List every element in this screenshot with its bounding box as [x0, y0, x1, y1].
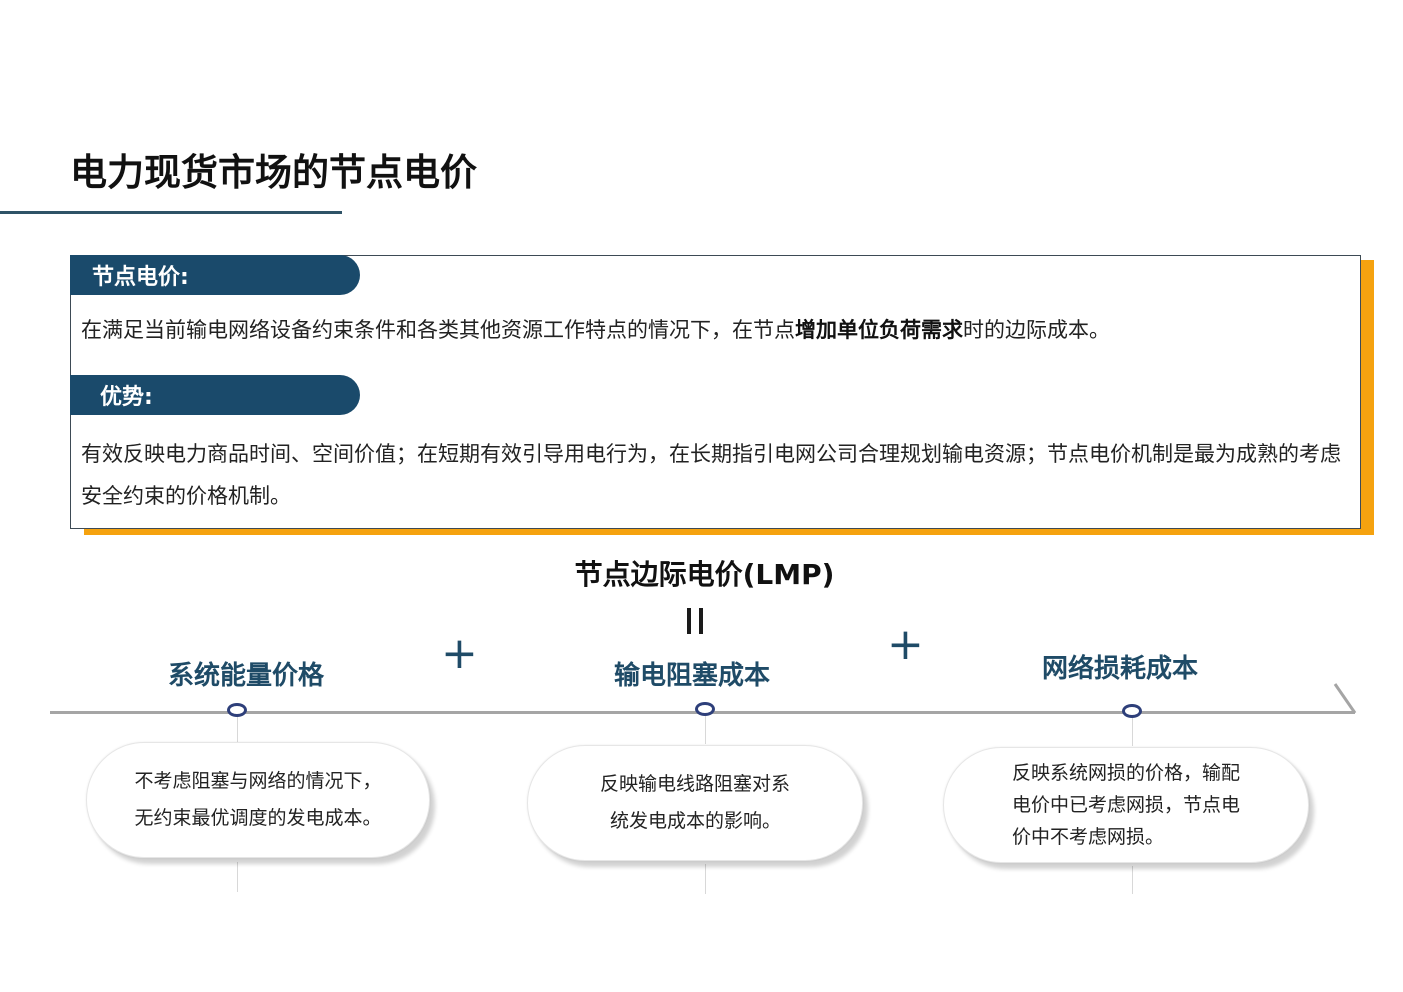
equals-icon: [684, 608, 706, 636]
component-label-congestion: 输电阻塞成本: [614, 661, 771, 691]
timeline-node-energy: [227, 703, 247, 717]
title-underline: [0, 211, 342, 214]
stem: [1132, 866, 1133, 894]
description-congestion: 反映输电线路阻塞对系 统发电成本的影响。: [600, 766, 790, 840]
stem: [705, 864, 706, 894]
description-line: 电价中已考虑网损，节点电: [1011, 794, 1240, 816]
stem: [237, 862, 238, 892]
advantages-text: 有效反映电力商品时间、空间价值；在短期有效引导用电行为，在长期指引电网公司合理规…: [81, 442, 1341, 508]
description-line: 反映输电线路阻塞对系: [599, 773, 790, 795]
description-bubble-loss: 反映系统网损的价格，输配 电价中已考虑网损，节点电 价中不考虑网损。: [943, 747, 1309, 863]
description-line: 无约束最优调度的发电成本。: [134, 807, 382, 829]
definition-heading: 节点电价:: [70, 255, 360, 295]
advantages-heading: 优势:: [70, 375, 360, 415]
description-energy: 不考虑阻塞与网络的情况下， 无约束最优调度的发电成本。: [134, 763, 381, 837]
stem: [237, 716, 238, 742]
stem: [1132, 718, 1133, 746]
page-title: 电力现货市场的节点电价: [70, 151, 477, 194]
lmp-title: 节点边际电价(LMP): [574, 558, 835, 591]
description-line: 价中不考虑网损。: [1011, 826, 1164, 848]
component-label-energy: 系统能量价格: [168, 661, 325, 691]
description-line: 统发电成本的影响。: [609, 810, 781, 832]
component-label-loss: 网络损耗成本: [1042, 654, 1199, 684]
plus-icon: +: [887, 619, 924, 670]
info-box: 节点电价: 在满足当前输电网络设备约束条件和各类其他资源工作特点的情况下，在节点…: [70, 255, 1361, 529]
description-line: 不考虑阻塞与网络的情况下，: [134, 770, 382, 792]
stem: [705, 716, 706, 744]
definition-text-before: 在满足当前输电网络设备约束条件和各类其他资源工作特点的情况下，在节点: [81, 318, 795, 342]
description-line: 反映系统网损的价格，输配: [1011, 762, 1240, 784]
definition-text-bold: 增加单位负荷需求: [795, 318, 963, 342]
timeline-node-loss: [1122, 704, 1142, 718]
timeline-node-congestion: [695, 702, 715, 716]
description-bubble-energy: 不考虑阻塞与网络的情况下， 无约束最优调度的发电成本。: [86, 742, 430, 858]
description-bubble-congestion: 反映输电线路阻塞对系 统发电成本的影响。: [527, 745, 863, 861]
description-loss: 反映系统网损的价格，输配 电价中已考虑网损，节点电 价中不考虑网损。: [1012, 757, 1240, 853]
timeline-arrow-icon: [1333, 683, 1357, 714]
definition-text-after: 时的边际成本。: [963, 318, 1110, 342]
definition-text: 在满足当前输电网络设备约束条件和各类其他资源工作特点的情况下，在节点增加单位负荷…: [81, 310, 1110, 350]
plus-icon: +: [441, 628, 478, 679]
